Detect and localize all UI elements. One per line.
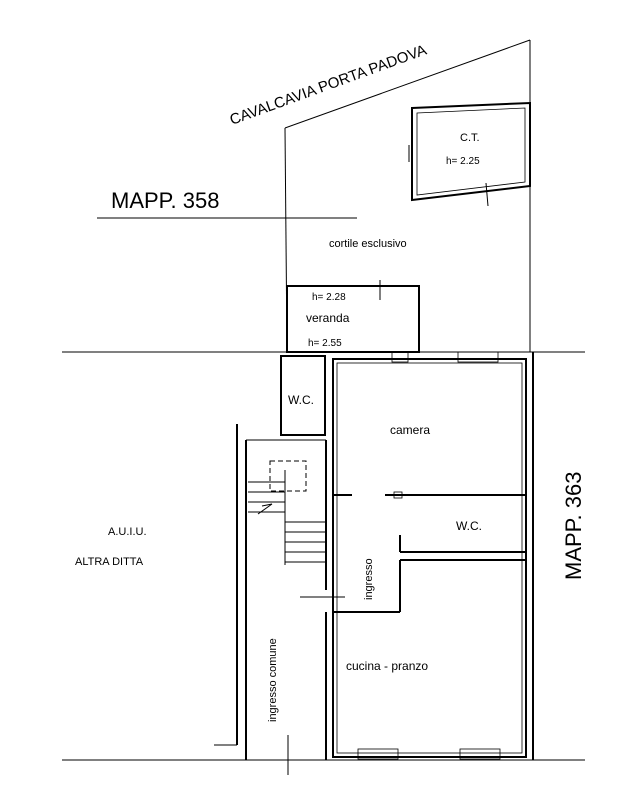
ct-door-mark-2	[485, 182, 489, 207]
ct-room-inner	[416, 107, 526, 196]
apartment-outline	[332, 358, 527, 758]
street-boundary-line	[284, 39, 531, 129]
wc-top-label: W.C.	[288, 393, 314, 407]
mapp-358-label: MAPP. 358	[111, 188, 219, 213]
aiu-label: A.U.I.U.	[108, 526, 147, 538]
veranda-room	[286, 285, 420, 353]
camera-door-jamb	[393, 491, 403, 499]
window-bottom-1	[357, 748, 399, 760]
camera-label: camera	[390, 423, 430, 437]
veranda-label: veranda	[306, 311, 350, 325]
ingresso-label: ingresso	[363, 558, 375, 600]
cortile-label: cortile esclusivo	[329, 238, 407, 250]
ct-room	[411, 101, 531, 202]
street-label: CAVALCAVIA PORTA PADOVA	[228, 42, 429, 129]
ingresso-comune-label: ingresso comune	[267, 638, 279, 722]
mapp-363-label: MAPP. 363	[561, 472, 586, 580]
window-bottom-2	[459, 748, 501, 760]
veranda-height-bottom: h= 2.55	[308, 338, 342, 349]
staircase	[248, 460, 326, 565]
wc-right-label: W.C.	[456, 519, 482, 533]
window-top-2	[457, 351, 499, 363]
ct-height-label: h= 2.25	[446, 156, 480, 167]
veranda-height-top: h= 2.28	[312, 292, 346, 303]
apartment-outline-inner	[336, 362, 523, 754]
altra-ditta-label: ALTRA DITTA	[75, 556, 144, 568]
cucina-label: cucina - pranzo	[346, 659, 428, 673]
window-top-1	[391, 351, 409, 363]
ct-label: C.T.	[460, 132, 480, 144]
